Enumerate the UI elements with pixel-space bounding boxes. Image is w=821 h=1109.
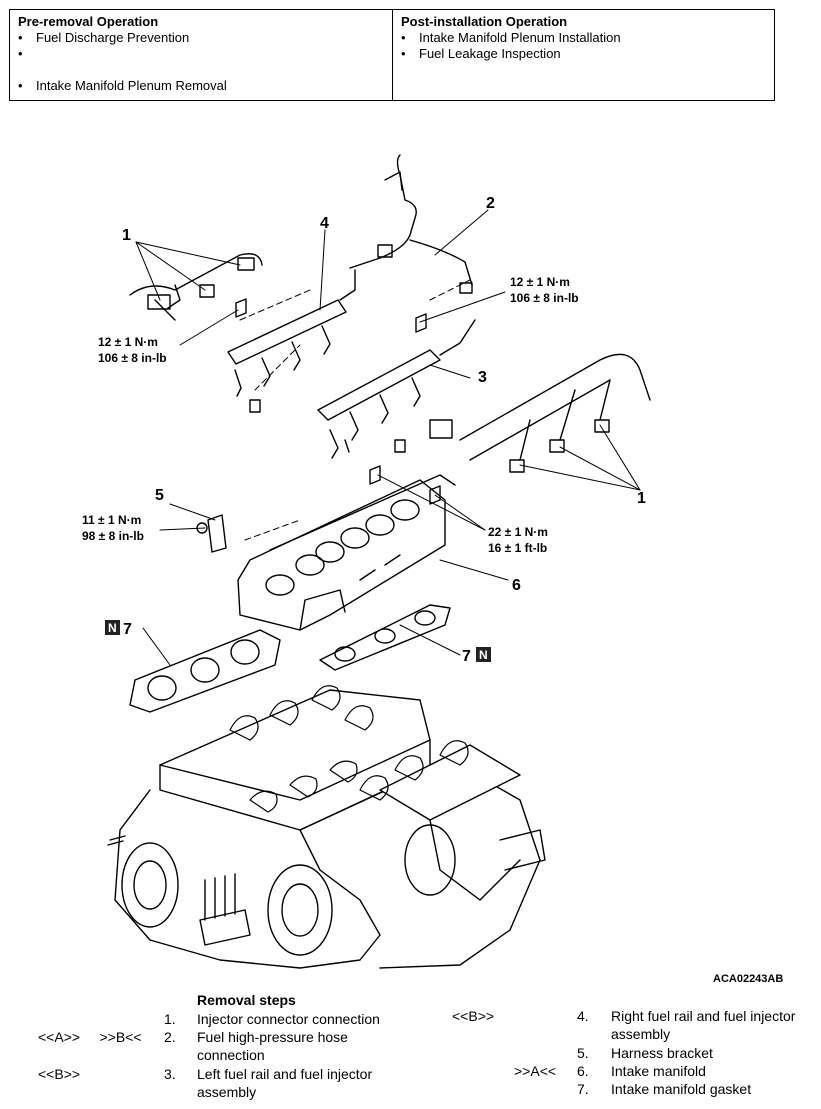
step-number: 1. (164, 1011, 176, 1027)
post-installation-item: Fuel Leakage Inspection (401, 46, 766, 62)
torque-spec-3-nm: 11 ± 1 N·m (82, 513, 141, 527)
step-text: Injector connector connection (197, 1011, 380, 1027)
step-text: Right fuel rail and fuel injector assemb… (611, 1008, 796, 1042)
operations-table: Pre-removal Operation Fuel Discharge Pre… (9, 9, 775, 101)
step-number: 6. (577, 1063, 589, 1079)
n-mark-text: N (108, 621, 117, 635)
torque-spec-3-inlb: 98 ± 8 in-lb (82, 529, 144, 543)
torque-spec-2-inlb: 106 ± 8 in-lb (510, 291, 579, 305)
bolts-drawing (235, 298, 441, 505)
callout-1b: 1 (637, 490, 646, 507)
torque-spec-4-nm: 22 ± 1 N·m (488, 525, 548, 539)
non-reusable-mark-left: N (105, 620, 120, 635)
pre-removal-item: Intake Manifold Plenum Removal (18, 78, 384, 94)
figure-id: ACA02243AB (713, 973, 784, 985)
callout-2: 2 (486, 195, 495, 212)
callout-6: 6 (512, 577, 521, 594)
intake-manifold-drawing (237, 474, 456, 631)
leader-lines (135, 209, 641, 666)
torque-spec-1-inlb: 106 ± 8 in-lb (98, 351, 167, 365)
callout-1a: 1 (122, 227, 131, 244)
non-reusable-mark-right: N (476, 647, 491, 662)
exploded-parts-diagram: 1 4 2 3 1 5 6 7 7 N N 12 ± 1 N·m 106 ± 8… (82, 154, 651, 969)
step-text: Fuel high-pressure hose connection (197, 1029, 348, 1063)
post-installation-title: Post-installation Operation (401, 14, 568, 29)
step-number: 3. (164, 1066, 176, 1082)
step-labels: >>A<< (514, 1063, 557, 1079)
n-mark-text: N (479, 648, 488, 662)
injector-harness-right-drawing (429, 353, 651, 473)
step-text: Intake manifold gasket (611, 1081, 752, 1097)
callout-3: 3 (478, 369, 487, 386)
step-labels: <<B>> (38, 1066, 81, 1082)
intake-gasket-right-drawing (319, 604, 451, 671)
pre-removal-column: Pre-removal Operation Fuel Discharge Pre… (10, 10, 393, 100)
intake-gasket-left-drawing (129, 629, 281, 713)
harness-bracket-drawing (196, 514, 227, 553)
fuel-high-pressure-hose-drawing (349, 154, 473, 294)
callout-5: 5 (155, 487, 164, 504)
torque-spec-4-ftlb: 16 ± 1 ft-lb (488, 541, 547, 555)
spacer (18, 46, 384, 78)
step-number: 7. (577, 1081, 589, 1097)
alignment-lines (239, 279, 471, 541)
step-text: Left fuel rail and fuel injector assembl… (197, 1066, 373, 1100)
torque-spec-2-nm: 12 ± 1 N·m (510, 275, 570, 289)
injector-harness-left-drawing (129, 253, 263, 321)
step-text: Intake manifold (611, 1063, 706, 1079)
removal-steps-title: Removal steps (197, 992, 296, 1008)
post-installation-item: Intake Manifold Plenum Installation (401, 30, 766, 46)
callout-7a: 7 (123, 621, 132, 638)
callout-7b: 7 (462, 648, 471, 665)
pre-removal-item: Fuel Discharge Prevention (18, 30, 384, 46)
step-number: 4. (577, 1008, 589, 1024)
step-labels: <<A>> >>B<< (38, 1029, 142, 1045)
pre-removal-title: Pre-removal Operation (18, 14, 159, 29)
callout-4: 4 (320, 215, 329, 232)
right-fuel-rail-drawing (227, 269, 356, 413)
torque-spec-1-nm: 12 ± 1 N·m (98, 335, 158, 349)
removal-steps: Removal steps 1. Injector connector conn… (0, 990, 821, 1109)
step-number: 2. (164, 1029, 176, 1045)
engine-block-drawing (107, 685, 546, 969)
step-text: Harness bracket (611, 1045, 713, 1061)
left-fuel-rail-drawing (317, 319, 476, 459)
post-installation-column: Post-installation Operation Intake Manif… (393, 10, 774, 100)
step-number: 5. (577, 1045, 589, 1061)
step-labels: <<B>> (452, 1008, 495, 1024)
